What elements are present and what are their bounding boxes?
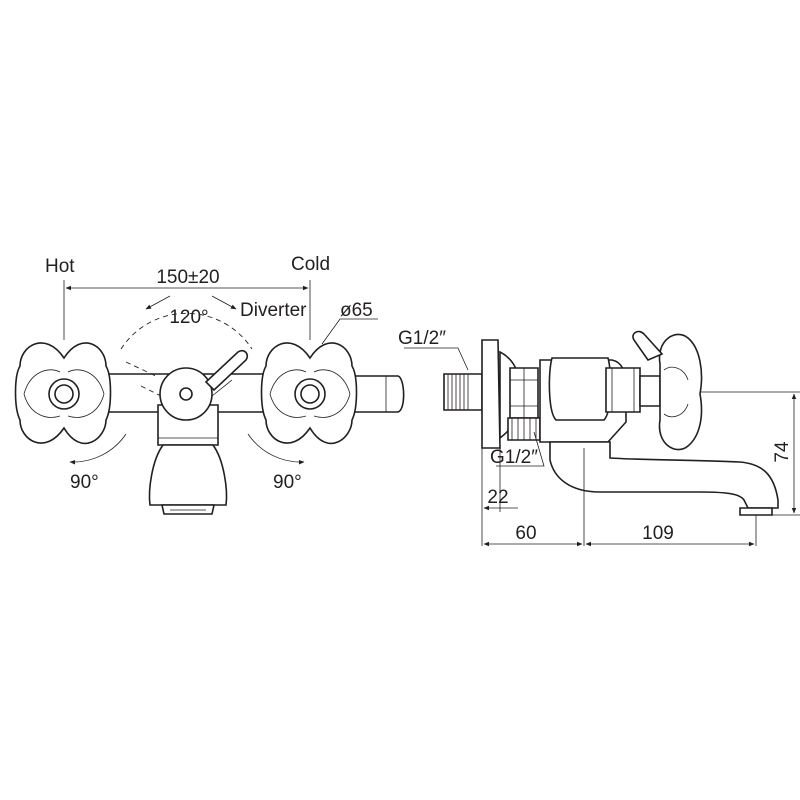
- diameter-leader: [321, 318, 378, 345]
- hot-handle: [14, 342, 112, 445]
- side-escutcheon: [481, 339, 501, 449]
- dim-109-label: 109: [642, 523, 674, 544]
- front-view: Hot Cold 150±20 120° Diverter ø65 90° 90…: [14, 254, 405, 515]
- side-spout: [549, 441, 779, 509]
- outlet-thread-leader: [496, 431, 545, 467]
- hot-label: Hot: [45, 256, 75, 277]
- diverter-lever: [204, 349, 249, 392]
- diverter-angle-label: 120°: [169, 307, 208, 328]
- diverter-label: Diverter: [240, 300, 307, 321]
- threaded-inlet: [443, 373, 483, 411]
- dim-74-label: 74: [772, 441, 793, 463]
- side-handle: [632, 330, 703, 451]
- inlet-thread-label: G1/2″: [398, 328, 446, 349]
- rotation-left-label: 90°: [70, 472, 99, 493]
- dim-22-label: 22: [487, 487, 508, 508]
- rotation-right-label: 90°: [273, 472, 302, 493]
- side-view: G1/2″ G1/2″ 22 60 109 74: [398, 328, 800, 547]
- cold-handle: [260, 342, 358, 445]
- outlet-thread-label: G1/2″: [490, 447, 538, 468]
- center-distance-label: 150±20: [156, 267, 219, 288]
- cold-label: Cold: [291, 254, 330, 275]
- valve-column: [548, 357, 612, 421]
- front-spout-outlet: [148, 444, 228, 506]
- inlet-thread-leader: [404, 347, 469, 371]
- diameter-label: ø65: [340, 300, 373, 321]
- rotation-arrow-right: [247, 433, 305, 465]
- dim-60-label: 60: [515, 523, 536, 544]
- side-aerator: [739, 507, 773, 516]
- rotation-arrow-left: [69, 433, 127, 465]
- diverter-swing-arc: [120, 312, 253, 350]
